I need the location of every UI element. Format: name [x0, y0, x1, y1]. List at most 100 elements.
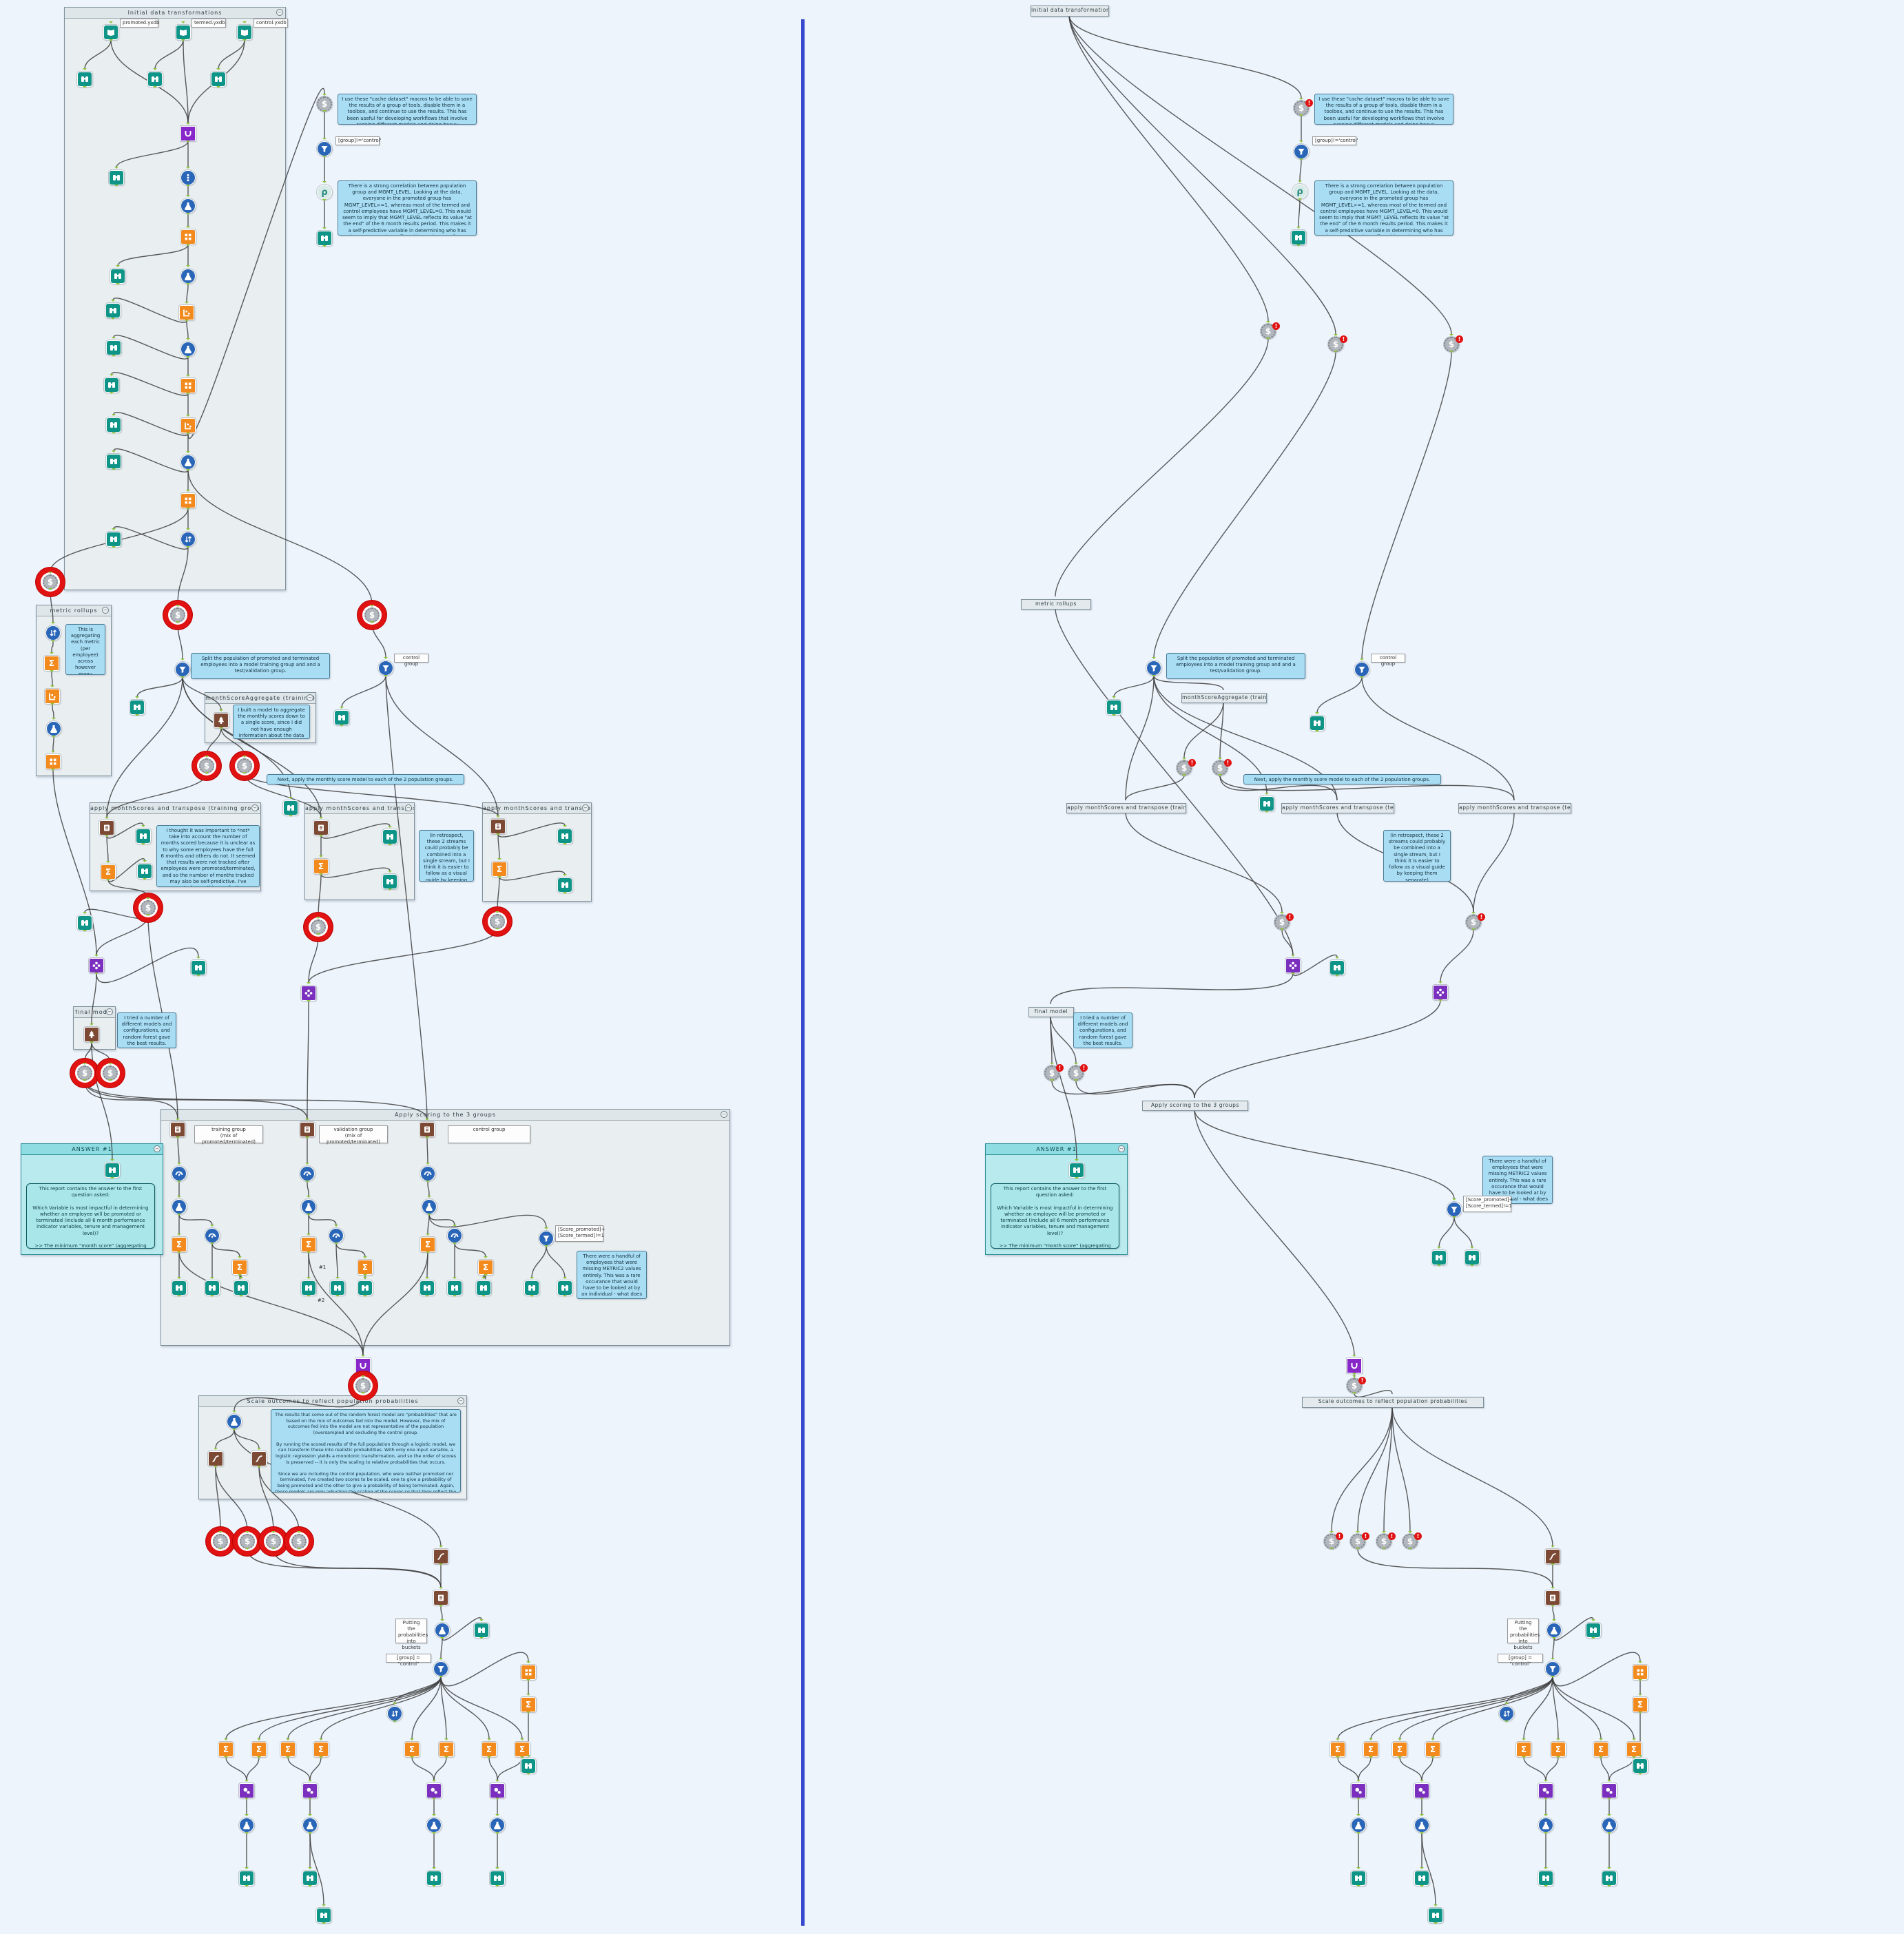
sum-tool[interactable]: Σ	[172, 1234, 187, 1254]
sort-tool[interactable]	[45, 622, 61, 642]
browse-tool[interactable]	[302, 1867, 318, 1887]
cache-tool[interactable]: $	[199, 756, 214, 774]
browse-tool[interactable]	[1291, 227, 1306, 247]
collapse-icon[interactable]: −	[251, 804, 258, 811]
browse-tool[interactable]	[557, 825, 572, 845]
browse-tool[interactable]	[1351, 1867, 1366, 1887]
sum-tool[interactable]: Σ	[1516, 1738, 1531, 1758]
browse-tool[interactable]	[1633, 1755, 1648, 1775]
browse-tool[interactable]	[316, 1904, 331, 1924]
browse-tool[interactable]	[1259, 793, 1274, 813]
browse-tool[interactable]	[211, 68, 226, 88]
collapsed-container-bar[interactable]: apply monthScores and transpose (trainin…	[1066, 803, 1186, 813]
cache-tool[interactable]: $	[317, 94, 332, 112]
rho-tool[interactable]: ρ	[1292, 180, 1307, 200]
union-tool[interactable]	[355, 1355, 371, 1375]
xtab-tool[interactable]	[180, 375, 196, 395]
logistic-tool[interactable]	[433, 1546, 448, 1566]
input-tool[interactable]	[103, 21, 118, 41]
forest-tool[interactable]	[214, 709, 229, 729]
cache-tool[interactable]: $!	[1261, 321, 1280, 340]
collapsed-container-bar[interactable]: monthScoreAggregate (training)	[1181, 693, 1267, 703]
formula-tool[interactable]	[239, 1814, 254, 1834]
formula-tool[interactable]	[1351, 1814, 1366, 1834]
sum-tool[interactable]: Σ	[313, 855, 329, 875]
browse-tool[interactable]	[1431, 1247, 1447, 1267]
collapse-icon[interactable]: −	[106, 1008, 113, 1015]
sort-tool[interactable]	[180, 528, 196, 548]
cache-tool[interactable]: $	[291, 1531, 307, 1550]
browse-tool[interactable]	[557, 1277, 572, 1297]
formula-tool[interactable]	[1538, 1814, 1553, 1834]
collapse-icon[interactable]: −	[457, 1397, 464, 1404]
formula-tool[interactable]	[426, 1814, 442, 1834]
filter-tool[interactable]	[1447, 1198, 1462, 1218]
logistic-tool[interactable]	[1545, 1546, 1560, 1566]
filter-tool[interactable]	[1294, 141, 1309, 160]
sum-tool[interactable]: Σ	[280, 1738, 296, 1758]
formula-tool[interactable]	[46, 718, 61, 738]
filter-tool[interactable]	[317, 138, 332, 158]
score-tool[interactable]	[300, 1119, 315, 1138]
cache-tool[interactable]: $!	[1466, 912, 1485, 930]
browse-tool[interactable]	[1069, 1159, 1084, 1179]
sum-tool[interactable]: Σ	[232, 1256, 247, 1276]
score-tool[interactable]	[99, 817, 114, 837]
browse-tool[interactable]	[524, 1277, 539, 1297]
sum-tool[interactable]: Σ	[1593, 1738, 1608, 1758]
browse-tool[interactable]	[172, 1277, 187, 1297]
browse-tool[interactable]	[1106, 696, 1121, 716]
browse-tool[interactable]	[447, 1277, 462, 1297]
browse-tool[interactable]	[521, 1755, 536, 1775]
sum-tool[interactable]: Σ	[1425, 1738, 1440, 1758]
xtab-tool[interactable]	[521, 1661, 536, 1681]
filter-tool[interactable]	[539, 1227, 554, 1247]
sum-tool[interactable]: Σ	[44, 652, 59, 672]
formula-tool[interactable]	[180, 338, 196, 358]
formula-tool[interactable]	[180, 265, 196, 285]
collapsed-container-bar[interactable]: Initial data transformations	[1031, 6, 1109, 17]
browse-tool[interactable]	[147, 68, 163, 88]
gauge-tool[interactable]	[329, 1225, 344, 1245]
filter-tool[interactable]	[1545, 1658, 1560, 1678]
sum-tool[interactable]: Σ	[1626, 1738, 1642, 1758]
collapse-icon[interactable]: −	[276, 9, 283, 16]
joinm-tool[interactable]	[302, 1780, 318, 1800]
browse-tool[interactable]	[77, 912, 92, 932]
cache-tool[interactable]: $!	[1044, 1063, 1064, 1081]
filter-tool[interactable]	[378, 657, 393, 677]
joinm-tool[interactable]	[426, 1780, 442, 1800]
input-tool[interactable]	[176, 21, 191, 41]
browse-tool[interactable]	[474, 1619, 489, 1639]
formula-tool[interactable]	[1546, 1619, 1562, 1639]
cache-tool[interactable]: $!	[1328, 334, 1347, 353]
xtab2-tool[interactable]	[179, 302, 194, 322]
cache-tool[interactable]: $!	[1347, 1375, 1366, 1394]
cache-tool[interactable]: $	[237, 756, 252, 774]
browse-tool[interactable]	[105, 1159, 120, 1179]
browse-tool[interactable]	[191, 957, 206, 977]
cache-tool[interactable]: $	[103, 1063, 118, 1081]
cache-tool[interactable]: $!	[1376, 1531, 1396, 1550]
browse-tool[interactable]	[283, 797, 298, 817]
browse-tool[interactable]	[109, 167, 124, 187]
cache-tool[interactable]: $!	[1274, 912, 1294, 930]
cache-tool[interactable]: $!	[1324, 1531, 1343, 1550]
join-tool[interactable]	[301, 982, 316, 1002]
browse-tool[interactable]	[1602, 1867, 1617, 1887]
browse-tool[interactable]	[1329, 957, 1345, 977]
filter-tool[interactable]	[175, 658, 190, 678]
formula-tool[interactable]	[301, 1196, 316, 1216]
sum-tool[interactable]: Σ	[313, 1738, 329, 1758]
collapsed-container-bar[interactable]: metric rollups	[1021, 599, 1091, 610]
browse-tool[interactable]	[234, 1277, 249, 1297]
sum-tool[interactable]: Σ	[301, 1234, 316, 1254]
sum-tool[interactable]: Σ	[101, 861, 116, 881]
browse-tool[interactable]	[77, 68, 92, 88]
cache-tool[interactable]: $	[266, 1531, 281, 1550]
formula-tool[interactable]	[1414, 1814, 1429, 1834]
sum-tool[interactable]: Σ	[515, 1738, 530, 1758]
cache-tool[interactable]: $	[311, 917, 326, 935]
gauge-tool[interactable]	[300, 1163, 315, 1183]
